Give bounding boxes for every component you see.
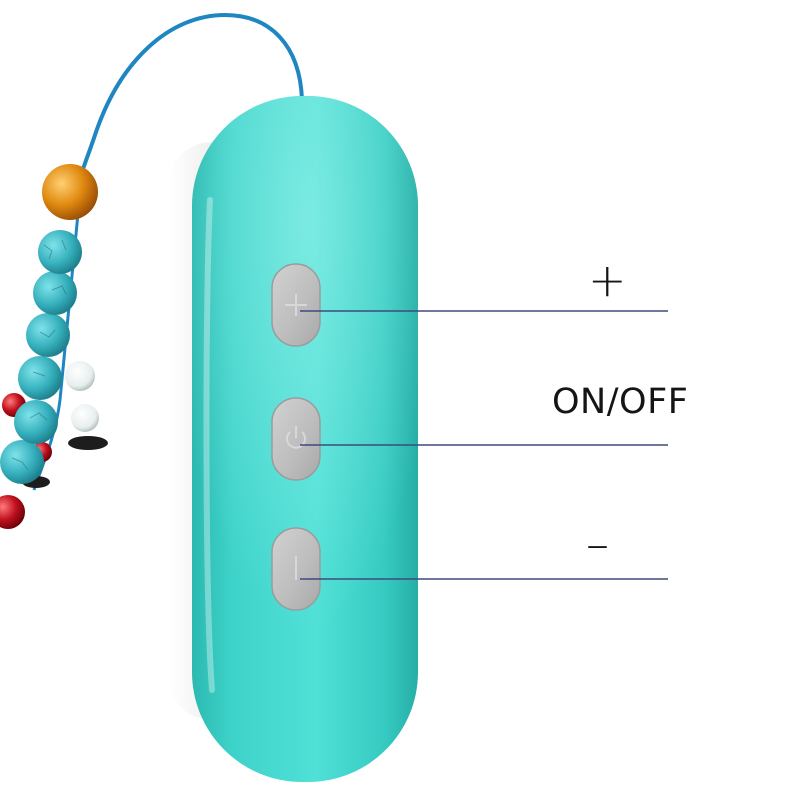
bead-strand	[0, 164, 108, 529]
power-label: ON/OFF	[552, 382, 689, 422]
decrease-button[interactable]	[271, 527, 321, 611]
red-bead	[0, 495, 25, 529]
increase-button[interactable]	[271, 263, 321, 347]
turquoise-bead	[18, 356, 62, 400]
turquoise-bead	[14, 400, 58, 444]
turquoise-bead	[33, 271, 77, 315]
amber-bead	[42, 164, 98, 220]
decrease-label: –	[586, 517, 609, 571]
turquoise-bead	[38, 230, 82, 274]
turquoise-bead	[26, 313, 70, 357]
black-spacer-bead	[68, 436, 108, 450]
clear-bead	[65, 361, 95, 391]
increase-label: +	[588, 253, 627, 307]
lanyard-cord	[80, 12, 304, 174]
plus-icon	[285, 294, 307, 316]
clear-bead	[71, 404, 99, 432]
power-icon	[286, 426, 306, 449]
power-button[interactable]	[271, 397, 321, 481]
